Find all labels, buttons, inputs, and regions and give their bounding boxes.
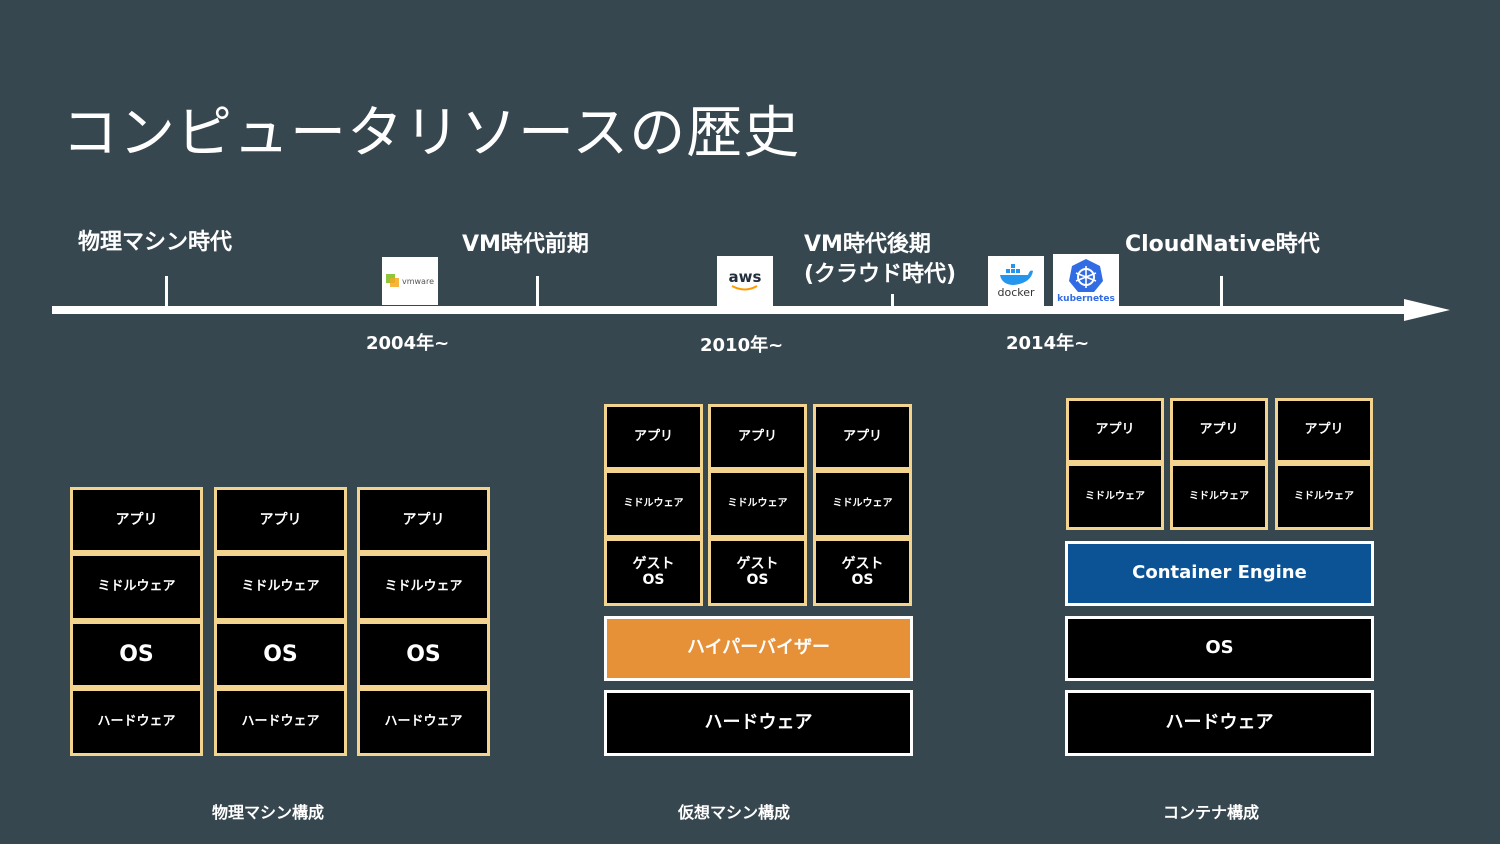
- virtual-caption: 仮想マシン構成: [677, 803, 790, 822]
- vm-app-layer: アプリ: [708, 404, 807, 470]
- timeline-tick: [1220, 276, 1223, 306]
- vm-hypervisor-layer: ハイパーバイザー: [604, 616, 913, 681]
- physical-middleware-layer: ミドルウェア: [214, 553, 347, 621]
- year-2014: 2014年~: [1006, 333, 1090, 354]
- era-vm-late: VM時代後期 (クラウド時代): [804, 232, 957, 287]
- year-2004: 2004年~: [366, 333, 450, 354]
- physical-os-layer: OS: [70, 621, 203, 688]
- physical-caption: 物理マシン構成: [211, 803, 324, 822]
- timeline-tick: [165, 276, 168, 306]
- kubernetes-logo-text: kubernetes: [1057, 294, 1115, 304]
- physical-os-layer: OS: [357, 621, 490, 688]
- aws-logo-text: aws: [728, 268, 762, 286]
- era-cloudnative: CloudNative時代: [1125, 232, 1320, 257]
- container-middleware-layer: ミドルウェア: [1066, 463, 1164, 530]
- page-title: コンピュータリソースの歴史: [62, 101, 801, 166]
- container-engine-layer: Container Engine: [1065, 541, 1374, 606]
- physical-app-layer: アプリ: [357, 487, 490, 553]
- physical-os-layer: OS: [214, 621, 347, 688]
- timeline-axis: [52, 306, 1414, 314]
- year-2010: 2010年~: [700, 335, 784, 356]
- vm-middleware-layer: ミドルウェア: [604, 470, 703, 538]
- vmware-logo-icon: vmware: [382, 257, 438, 305]
- vm-guest-os-layer: ゲスト OS: [813, 538, 912, 606]
- container-app-layer: アプリ: [1275, 398, 1373, 463]
- physical-middleware-layer: ミドルウェア: [70, 553, 203, 621]
- timeline-arrow-icon: [1404, 299, 1450, 321]
- vm-guest-os-layer: ゲスト OS: [708, 538, 807, 606]
- kubernetes-logo-icon: kubernetes: [1053, 254, 1119, 308]
- physical-hardware-layer: ハードウェア: [214, 688, 347, 756]
- vm-middleware-layer: ミドルウェア: [813, 470, 912, 538]
- vm-app-layer: アプリ: [604, 404, 703, 470]
- vmware-logo-text: vmware: [401, 276, 434, 286]
- aws-logo-icon: aws: [717, 256, 773, 306]
- container-middleware-layer: ミドルウェア: [1275, 463, 1373, 530]
- vm-app-layer: アプリ: [813, 404, 912, 470]
- physical-hardware-layer: ハードウェア: [357, 688, 490, 756]
- container-os-layer: OS: [1065, 616, 1374, 681]
- vm-hardware-layer: ハードウェア: [604, 690, 913, 756]
- physical-hardware-layer: ハードウェア: [70, 688, 203, 756]
- era-vm-early: VM時代前期: [462, 232, 589, 257]
- timeline-tick: [891, 294, 894, 306]
- physical-middleware-layer: ミドルウェア: [357, 553, 490, 621]
- timeline-tick: [536, 276, 539, 306]
- container-app-layer: アプリ: [1170, 398, 1268, 463]
- physical-app-layer: アプリ: [70, 487, 203, 553]
- container-app-layer: アプリ: [1066, 398, 1164, 463]
- vm-guest-os-layer: ゲスト OS: [604, 538, 703, 606]
- container-caption: コンテナ構成: [1162, 803, 1259, 822]
- era-physical: 物理マシン時代: [78, 230, 233, 255]
- docker-logo-text: docker: [997, 286, 1035, 299]
- docker-logo-icon: docker: [988, 256, 1044, 306]
- physical-app-layer: アプリ: [214, 487, 347, 553]
- container-hardware-layer: ハードウェア: [1065, 690, 1374, 756]
- container-middleware-layer: ミドルウェア: [1170, 463, 1268, 530]
- vm-middleware-layer: ミドルウェア: [708, 470, 807, 538]
